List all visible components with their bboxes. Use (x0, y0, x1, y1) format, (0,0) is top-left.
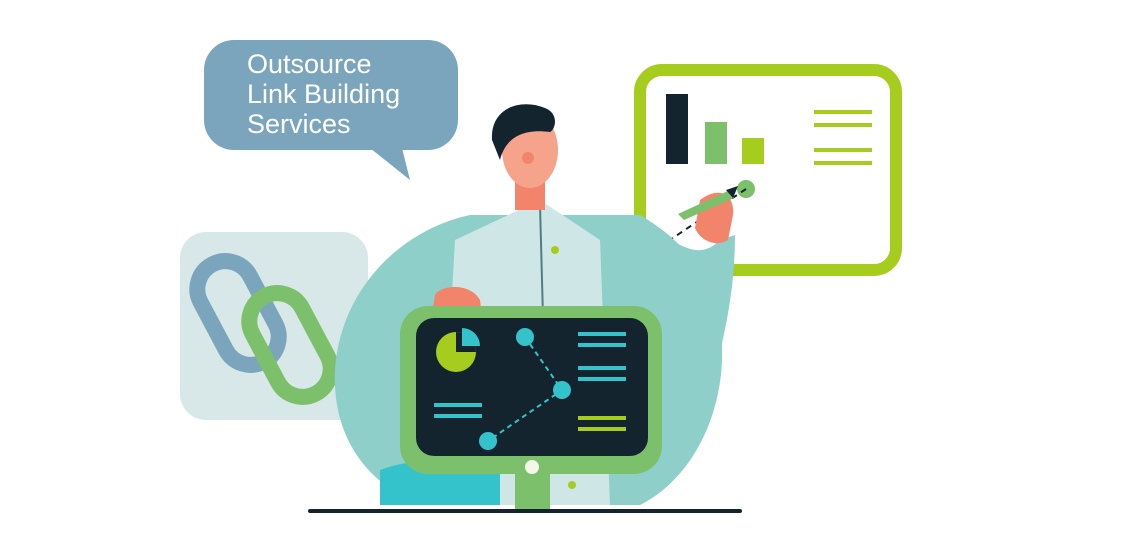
dashboard-monitor (400, 306, 662, 510)
speech-bubble-text: Outsource Link Building Services (247, 49, 400, 139)
bubble-line-3: Services (247, 109, 351, 139)
whiteboard (634, 64, 902, 276)
ground-line (308, 509, 742, 513)
bar-chart-icon (666, 94, 764, 164)
chain-link-icon (180, 232, 368, 420)
pie-chart-icon (436, 328, 480, 372)
bubble-line-1: Outsource (247, 49, 372, 79)
speech-bubble (204, 40, 458, 180)
bubble-line-2: Link Building (247, 79, 401, 109)
